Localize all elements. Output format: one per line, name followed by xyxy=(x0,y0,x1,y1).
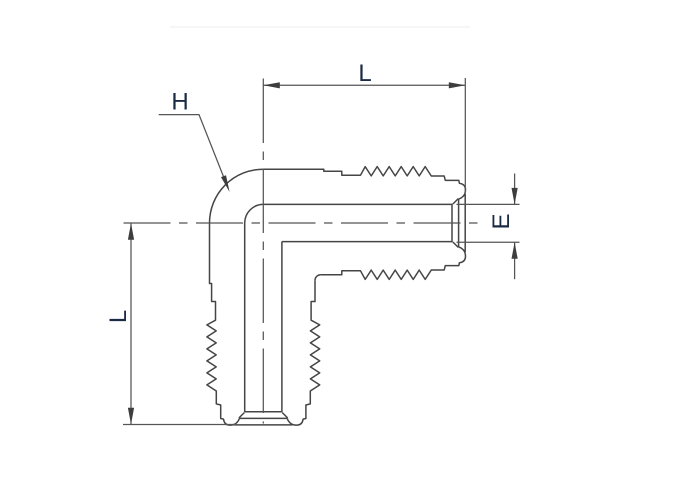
svg-text:L: L xyxy=(105,310,132,323)
svg-text:L: L xyxy=(358,60,371,87)
svg-text:E: E xyxy=(488,213,515,229)
svg-text:H: H xyxy=(171,89,188,116)
